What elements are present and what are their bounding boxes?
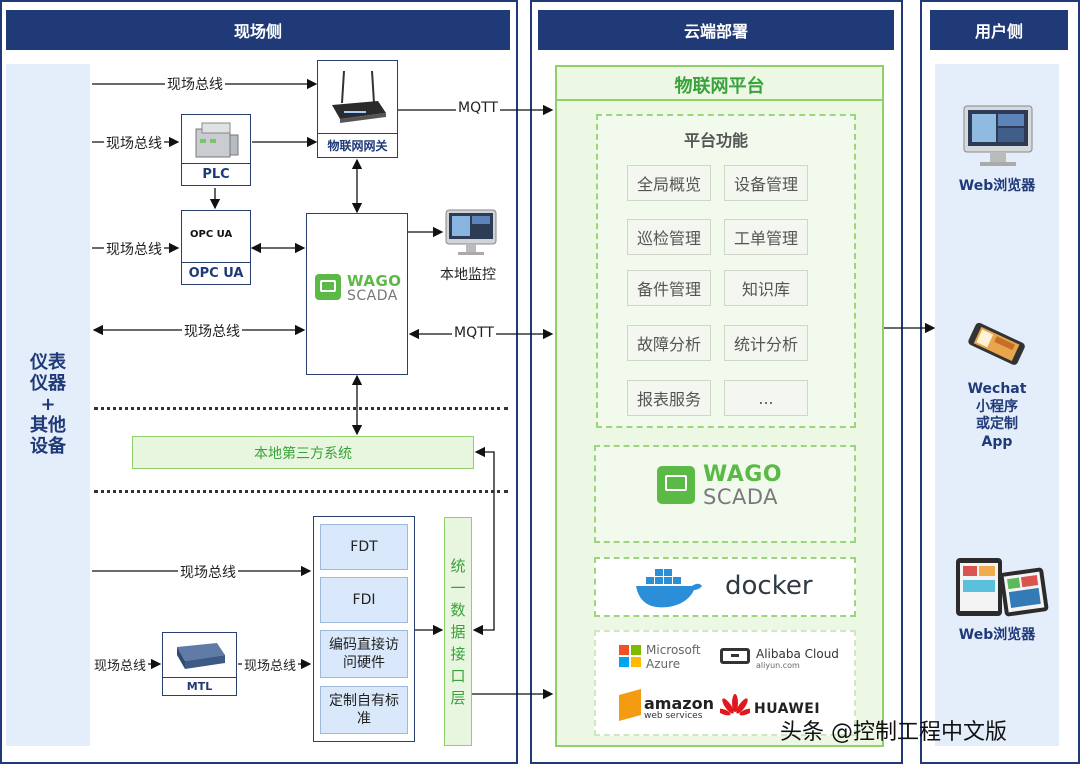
plc-icon <box>195 122 239 158</box>
mtl-label: MTL <box>163 677 236 695</box>
alibaba-name: Alibaba Cloud <box>756 647 839 661</box>
smartphone-icon <box>968 322 1025 365</box>
iot-platform-title: 物联网平台 <box>674 76 765 97</box>
function-device-mgmt: 设备管理 <box>724 165 808 201</box>
opcua-logo: OPC UA <box>190 229 233 240</box>
direct-hardware-item: 编码直接访问硬件 <box>320 630 408 678</box>
wechat-app-label: Wechat 小程序 或定制 App <box>967 381 1027 450</box>
cloud-header: 云端部署 <box>538 10 894 50</box>
fieldbus-label-5: 现场总线 <box>178 562 238 582</box>
separator-upper <box>94 407 508 410</box>
cloud-scada <box>594 445 856 543</box>
scada-local-logo: WAGO SCADA <box>315 272 401 306</box>
huawei-name: HUAWEI <box>754 701 821 717</box>
desktop-monitor-icon <box>963 105 1033 166</box>
fieldbus-label-4: 现场总线 <box>182 321 242 341</box>
aliyun-name: aliyun.com <box>756 661 800 670</box>
field-side-header: 现场侧 <box>6 10 510 50</box>
monitor-icon <box>445 209 497 255</box>
custom-standard-item: 定制自有标准 <box>320 686 408 734</box>
function-work-order: 工单管理 <box>724 219 808 255</box>
iot-platform-title-bar <box>557 67 882 101</box>
fieldbus-label-7: 现场总线 <box>242 655 299 674</box>
web-browser-label-1: Web浏览器 <box>958 178 1036 194</box>
microsoft-logo-icon <box>619 645 641 667</box>
function-knowledge: 知识库 <box>724 270 808 306</box>
scada-local-text: SCADA <box>347 288 398 304</box>
amazon-name: amazon <box>644 694 714 713</box>
local-monitor-label: 本地监控 <box>440 267 496 283</box>
monitor-code-icon <box>315 274 341 300</box>
fieldbus-label-3: 现场总线 <box>104 239 164 259</box>
watermark: 头条 @控制工程中文版 <box>780 720 1007 745</box>
user-devices-area <box>935 64 1059 746</box>
third-party-system: 本地第三方系统 <box>132 436 474 469</box>
fdt-item: FDT <box>320 524 408 570</box>
unified-interface-layer: 统 一 数 据 接 口 层 <box>444 517 472 746</box>
function-overview: 全局概览 <box>627 165 711 201</box>
opcua-label: OPC UA <box>182 262 250 284</box>
scada-local: WAGO SCADA <box>306 213 408 375</box>
aws-name: web services <box>644 711 703 721</box>
alibaba-logo-icon <box>720 648 750 664</box>
function-fault-analysis: 故障分析 <box>627 325 711 361</box>
mtl-icon <box>177 643 225 669</box>
gateway-label: 物联网网关 <box>318 133 397 157</box>
azure-name: Azure <box>646 657 681 671</box>
web-browser-label-2: Web浏览器 <box>958 627 1036 643</box>
function-inspection: 巡检管理 <box>627 219 711 255</box>
platform-functions-title: 平台功能 <box>683 131 748 150</box>
function-statistics: 统计分析 <box>724 325 808 361</box>
instruments-area <box>6 64 90 746</box>
mqtt-label-scada: MQTT <box>452 325 496 341</box>
docker-text: docker <box>725 571 813 601</box>
cloud-scada-brand: WAGO <box>703 462 783 487</box>
fieldbus-label-6: 现场总线 <box>92 655 149 674</box>
function-reports: 报表服务 <box>627 380 711 416</box>
docker-whale-icon <box>636 569 702 608</box>
user-side-header: 用户侧 <box>930 10 1068 50</box>
router-icon <box>332 70 386 123</box>
cloud-scada-text: SCADA <box>703 485 779 509</box>
separator-lower <box>94 490 508 493</box>
fdi-item: FDI <box>320 577 408 623</box>
function-spare-parts: 备件管理 <box>627 270 711 306</box>
scada-local-brand: WAGO <box>347 272 402 290</box>
mtl-device: MTL <box>162 632 237 696</box>
tablet-icon <box>956 558 1049 617</box>
opcua-device: OPC UA OPC UA <box>181 210 251 285</box>
plc-device: PLC <box>181 114 251 186</box>
instruments-label: 仪表 仪器 + 其他 设备 <box>30 352 66 457</box>
fieldbus-label-2: 现场总线 <box>104 133 164 153</box>
iot-gateway: 物联网网关 <box>317 60 398 158</box>
microsoft-name: Microsoft <box>646 643 701 657</box>
fieldbus-label-1: 现场总线 <box>165 74 225 94</box>
plc-label: PLC <box>182 163 250 185</box>
mqtt-label-gateway: MQTT <box>456 100 500 116</box>
huawei-flower-icon <box>720 694 750 716</box>
cloud-scada-icon <box>657 466 695 504</box>
function-more: ... <box>724 380 808 416</box>
